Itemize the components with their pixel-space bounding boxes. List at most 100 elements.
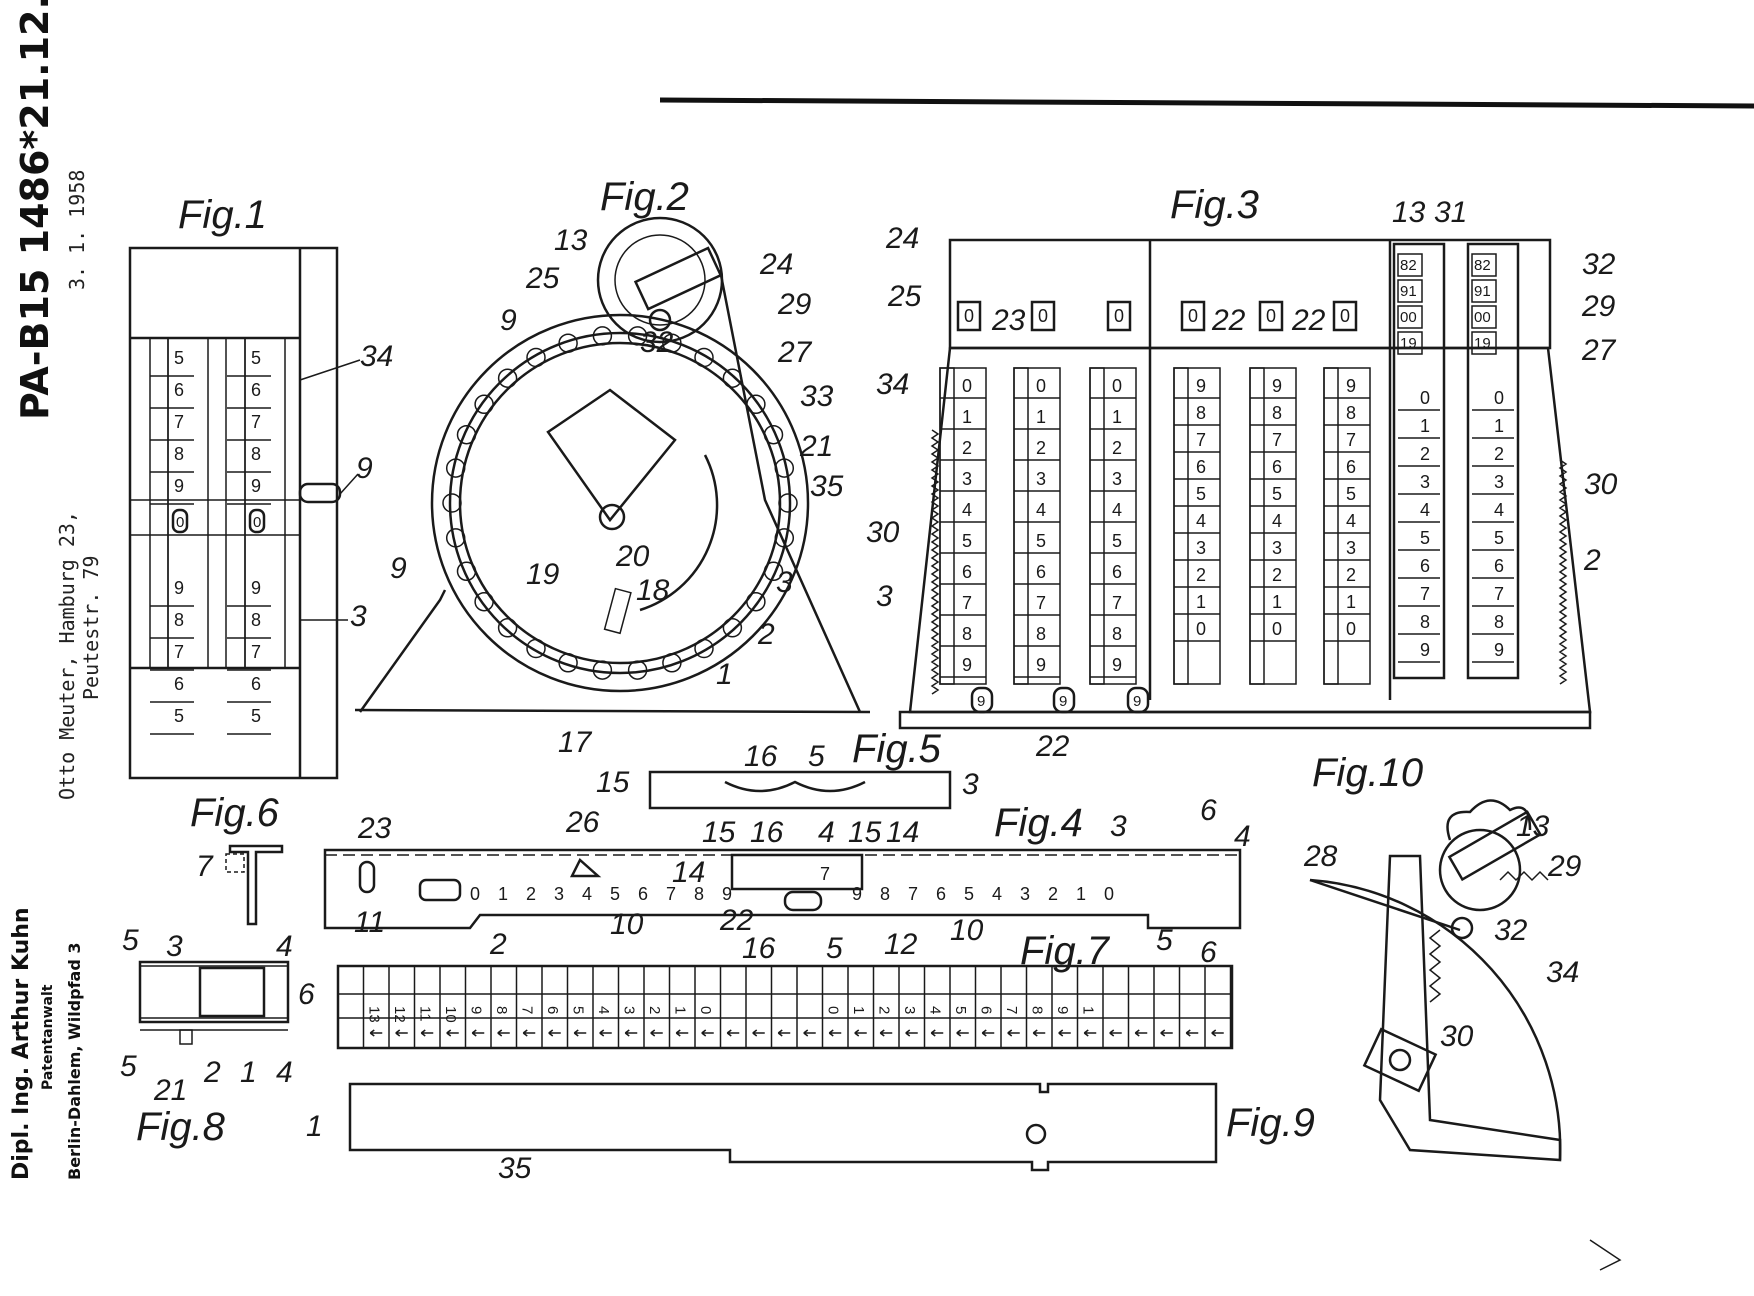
fig10-title: Fig.10 [1312, 751, 1423, 795]
fig10-gear [1438, 828, 1522, 912]
fig3-desc-digit: 6 [1196, 457, 1206, 477]
fig2-inner-drum [458, 341, 782, 665]
fig3-asc-digit: 8 [1036, 624, 1046, 644]
figure-6: Fig.6 7 [190, 791, 284, 926]
fig2-label-20: 20 [615, 540, 650, 573]
fig3-desc-digit: 1 [1196, 592, 1206, 612]
fig2-lever [633, 246, 723, 311]
fig8-label-6: 6 [298, 978, 315, 1011]
fig1-top-left-digit: 7 [174, 412, 184, 432]
fig3-title: Fig.3 [1170, 183, 1259, 227]
fig4-label-16: 16 [750, 816, 784, 849]
applicant-street: Peutestr. 79 [79, 556, 103, 701]
fig3-bottom-nine: 9 [1059, 693, 1067, 710]
fig3-label-34: 34 [876, 368, 909, 401]
fig4-label-4a: 4 [818, 816, 835, 849]
fig10-label-30: 30 [1440, 1020, 1474, 1053]
fig3-desc-digit: 9 [1346, 376, 1356, 396]
fig3-drum-digit: 4 [1494, 500, 1504, 520]
fig8-label-4b: 4 [276, 1056, 293, 1089]
figure-9: Fig.9 1 35 [306, 1082, 1315, 1185]
fig4-right-digit: 7 [908, 884, 918, 904]
fig2-title: Fig.2 [600, 175, 689, 219]
fig4-label-6a: 6 [1200, 794, 1217, 827]
fig3-desc-digit: 0 [1196, 619, 1206, 639]
fig4-label-10a: 10 [610, 908, 644, 941]
fig4-right-digit: 1 [1076, 884, 1086, 904]
fig3-desc-digit: 6 [1272, 457, 1282, 477]
fig3-desc-digit: 9 [1272, 376, 1282, 396]
fig4-label-14b: 14 [672, 856, 705, 889]
fig4-bar [323, 848, 1242, 930]
fig1-top-right-digit: 5 [251, 348, 261, 368]
fig2-label-13: 13 [554, 224, 588, 257]
fig1-bottom-right-digit: 8 [251, 610, 261, 630]
fig2-label-33: 33 [800, 380, 834, 413]
fig2-label-18: 18 [636, 574, 670, 607]
fig8-label-21: 21 [153, 1074, 187, 1107]
fig3-drum-digit: 7 [1494, 584, 1504, 604]
fig2-label-32: 32 [640, 326, 674, 359]
fig3-asc-digit: 7 [962, 593, 972, 613]
fig2-label-19: 19 [526, 558, 560, 591]
fig3-asc-digit: 4 [1036, 500, 1046, 520]
fig8-label-5b: 5 [120, 1050, 137, 1083]
fig1-bottom-right-digit: 6 [251, 674, 261, 694]
fig1-bottom-right-digit: 5 [251, 706, 261, 726]
fig8-label-1: 1 [240, 1056, 257, 1089]
fig3-label-22b: 22 [1291, 304, 1326, 337]
fig4-right-digit: 3 [1020, 884, 1030, 904]
fig3-drum-digit: 9 [1494, 640, 1504, 660]
fig7-left-digit: 13 [366, 1006, 383, 1023]
fig3-bottom-nine: 9 [1133, 693, 1141, 710]
fig1-bottom-right-digit: 9 [251, 578, 261, 598]
fig3-window-digit: 0 [1266, 306, 1276, 326]
fig3-asc-digit: 1 [962, 407, 972, 427]
fig3-asc-digit: 7 [1036, 593, 1046, 613]
fig4-label-14a: 14 [886, 816, 919, 849]
fig3-label-27: 27 [1581, 334, 1617, 367]
fig3-label-22c: 22 [1035, 730, 1070, 763]
fig8-label-3: 3 [166, 930, 183, 963]
fig1-bottom-left-digit: 7 [174, 642, 184, 662]
fig3-label-22a: 22 [1211, 304, 1246, 337]
fig3-drum-digit: 2 [1420, 444, 1430, 464]
fig3-label-25: 25 [887, 280, 922, 313]
fig3-asc-digit: 1 [1036, 407, 1046, 427]
fig10-label-29: 29 [1547, 850, 1582, 883]
fig4-left-digit: 7 [666, 884, 676, 904]
fig3-label-32: 32 [1582, 248, 1616, 281]
fig3-asc-digit: 7 [1112, 593, 1122, 613]
fig7-right-digit: 1 [1080, 1006, 1097, 1014]
fig2-slot [639, 454, 719, 612]
fig3-label-3: 3 [876, 580, 893, 613]
fig4-left-digit: 1 [498, 884, 508, 904]
fig4-slider [730, 853, 864, 891]
fig4-right-digit: 2 [1048, 884, 1058, 904]
fig3-asc-digit: 1 [1112, 407, 1122, 427]
fig9-label-1: 1 [306, 1110, 323, 1143]
fig1-bottom-left-digit: 8 [174, 610, 184, 630]
fig3-desc-digit: 1 [1272, 592, 1282, 612]
fig3-label-23: 23 [991, 304, 1026, 337]
fig8-section [138, 960, 290, 1024]
fig3-asc-digit: 5 [1112, 531, 1122, 551]
fig5-label-5: 5 [808, 740, 825, 773]
fig6-title: Fig.6 [190, 791, 280, 835]
fig3-drum-digit: 5 [1494, 528, 1504, 548]
fig4-title: Fig.4 [994, 801, 1083, 845]
fig3-asc-digit: 2 [1112, 438, 1122, 458]
fig2-label-2: 2 [757, 618, 775, 651]
fig3-asc-digit: 0 [1036, 376, 1046, 396]
fig3-desc-digit: 0 [1272, 619, 1282, 639]
fig3-base [898, 710, 1592, 730]
fig3-desc-digit: 4 [1272, 511, 1282, 531]
fig3-asc-digit: 3 [1036, 469, 1046, 489]
fig2-spring-holder [603, 587, 632, 635]
fig1-bottom-right-digit: 7 [251, 642, 261, 662]
patent-number: PA-B15 1486*21.12.59 [13, 0, 57, 420]
fig7-right-digit: 8 [1029, 1006, 1046, 1014]
fig1-bottom-left-digit: 9 [174, 578, 184, 598]
fig3-desc-digit: 2 [1272, 565, 1282, 585]
